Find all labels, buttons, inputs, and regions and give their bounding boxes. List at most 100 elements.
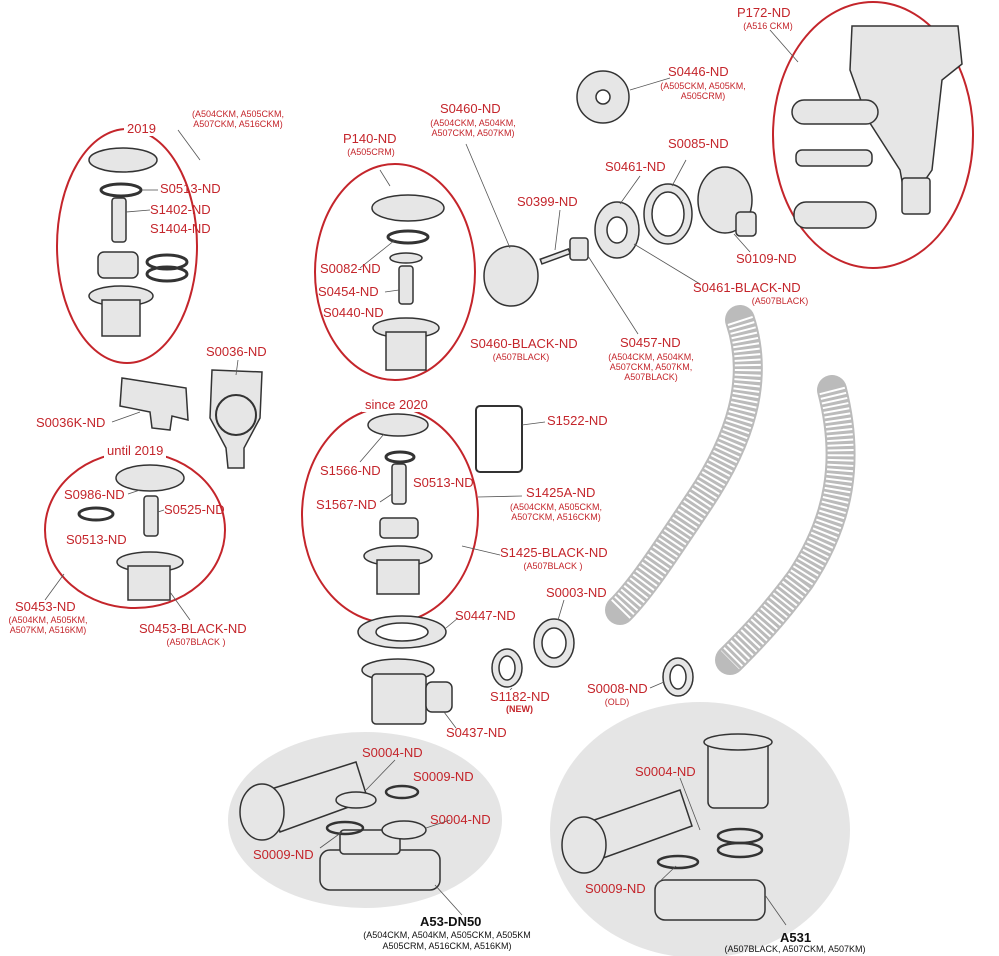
ring-s0513-2019 bbox=[99, 182, 143, 198]
stem-s0454 bbox=[398, 265, 414, 305]
ring-s0513-until2019 bbox=[77, 506, 115, 522]
label-p172: P172-ND bbox=[737, 5, 791, 20]
label-s1182: S1182-ND bbox=[490, 689, 550, 704]
body-2019 bbox=[101, 299, 141, 337]
cap-p140 bbox=[371, 194, 445, 222]
cap-since2020 bbox=[367, 413, 429, 437]
screw-s0399 bbox=[539, 248, 572, 265]
leader-s0009a bbox=[319, 831, 343, 849]
leader-s0004a bbox=[365, 759, 396, 791]
note-s0453-black: (A507BLACK ) bbox=[166, 637, 226, 647]
label-s1567: S1567-ND bbox=[316, 497, 377, 512]
label-a53-dn50: A53-DN50 bbox=[420, 914, 482, 929]
hose-left-ribs bbox=[610, 315, 761, 620]
tool-s0036k bbox=[119, 377, 189, 431]
label-s0003: S0003-ND bbox=[546, 585, 607, 600]
label-s0447: S0447-ND bbox=[455, 608, 516, 623]
label-s0004-a531: S0004-ND bbox=[635, 764, 696, 779]
a53-outlet bbox=[339, 829, 401, 855]
label-s0085: S0085-ND bbox=[668, 136, 729, 151]
label-s1404: S1404-ND bbox=[150, 221, 211, 236]
a53-nut-left bbox=[335, 791, 377, 809]
a531-ring-c bbox=[656, 854, 700, 870]
leader-s0085 bbox=[671, 159, 687, 187]
leader-s0453 bbox=[44, 573, 65, 601]
label-s0525: S0525-ND bbox=[164, 502, 225, 517]
group-2019-header: 2019 bbox=[124, 122, 159, 136]
label-s0457: S0457-ND bbox=[620, 335, 681, 350]
label-s0454: S0454-ND bbox=[318, 284, 379, 299]
plate-p172-a bbox=[791, 99, 879, 125]
hose-right-ribs bbox=[720, 386, 854, 670]
leader-s0004b bbox=[425, 819, 451, 829]
note-s0461-black: (A507BLACK) bbox=[751, 296, 809, 306]
leader-s1425a bbox=[477, 495, 523, 498]
disk-p140 bbox=[389, 252, 423, 264]
label-s1522: S1522-ND bbox=[547, 413, 608, 428]
label-s0009-a53-top: S0009-ND bbox=[413, 769, 474, 784]
note-a53-dn50: (A504CKM, A504KM, A505CKM, A505KM A505CR… bbox=[363, 930, 531, 951]
a53-nut-right bbox=[381, 820, 427, 840]
leader-s0460 bbox=[465, 143, 511, 249]
note-s1182: (NEW) bbox=[506, 704, 533, 714]
leader-s0461b bbox=[633, 243, 701, 285]
a53-ring-s0009 bbox=[384, 784, 420, 800]
ring-s0085-inner bbox=[651, 191, 685, 237]
outlet-s0109 bbox=[735, 211, 757, 237]
tool-s0036 bbox=[209, 369, 263, 469]
note-s0446: (A505CKM, A505KM, A505CRM) bbox=[660, 81, 746, 101]
label-s0008: S0008-ND bbox=[587, 681, 648, 696]
note-p172: (A516 CKM) bbox=[743, 21, 793, 31]
leader-a53 bbox=[434, 884, 463, 916]
label-s1402: S1402-ND bbox=[150, 202, 211, 217]
label-s0082: S0082-ND bbox=[320, 261, 381, 276]
label-s0004-a53-top: S0004-ND bbox=[362, 745, 423, 760]
label-s0460-black: S0460-BLACK-ND bbox=[470, 336, 578, 351]
leader-s0009c bbox=[654, 865, 677, 887]
a531-top-flange bbox=[703, 733, 773, 751]
leader-s0446 bbox=[629, 77, 671, 91]
leader-s0004c bbox=[679, 777, 701, 831]
leader-s0457 bbox=[587, 255, 639, 335]
part-s1522 bbox=[475, 405, 523, 473]
stem-s1567 bbox=[391, 463, 407, 505]
label-s0036k: S0036K-ND bbox=[36, 415, 106, 430]
label-s0004-a53-right: S0004-ND bbox=[430, 812, 491, 827]
label-a531: A531 bbox=[780, 930, 812, 945]
leader-s0082 bbox=[359, 239, 396, 269]
leader-s0453b bbox=[169, 591, 191, 621]
group-p140-outline bbox=[314, 163, 476, 381]
a53-body bbox=[319, 849, 441, 891]
label-s0453: S0453-ND bbox=[15, 599, 76, 614]
insert-2019 bbox=[97, 251, 139, 279]
a53-ring-left bbox=[325, 820, 365, 836]
leader-s0109 bbox=[733, 233, 751, 253]
leader-s1182 bbox=[509, 687, 513, 691]
nut-s0003-inner bbox=[541, 627, 567, 659]
ring-s0513-since2020 bbox=[384, 450, 416, 464]
note-s0460-black: (A507BLACK) bbox=[492, 352, 550, 362]
label-s0036: S0036-ND bbox=[206, 344, 267, 359]
body-s1425 bbox=[376, 559, 420, 595]
label-s0460: S0460-ND bbox=[440, 101, 501, 116]
label-s0009-a531: S0009-ND bbox=[585, 881, 646, 896]
label-s0513-2019: S0513-ND bbox=[160, 181, 221, 196]
leader-s0036k bbox=[111, 411, 141, 423]
note-s0460: (A504CKM, A504KM, A507CKM, A507KM) bbox=[430, 118, 516, 138]
label-s1425a: S1425A-ND bbox=[526, 485, 596, 500]
label-s0009-a53-left: S0009-ND bbox=[253, 847, 314, 862]
a531-ring-b bbox=[716, 841, 764, 859]
leader-s0447 bbox=[445, 617, 459, 629]
outlet-p172 bbox=[901, 177, 931, 215]
ring-s0082 bbox=[386, 229, 430, 245]
ring-s0461-inner bbox=[606, 216, 628, 244]
leader-s0454 bbox=[384, 289, 400, 293]
label-s0440: S0440-ND bbox=[323, 305, 384, 320]
cap-s0460 bbox=[483, 245, 539, 307]
note-s1425a: (A504CKM, A505CKM, A507CKM, A516CKM) bbox=[509, 502, 603, 522]
leader-s0437 bbox=[443, 711, 457, 729]
note-s0008: (OLD) bbox=[604, 697, 630, 707]
label-s0461: S0461-ND bbox=[605, 159, 666, 174]
label-s0461-black: S0461-BLACK-ND bbox=[693, 280, 801, 295]
